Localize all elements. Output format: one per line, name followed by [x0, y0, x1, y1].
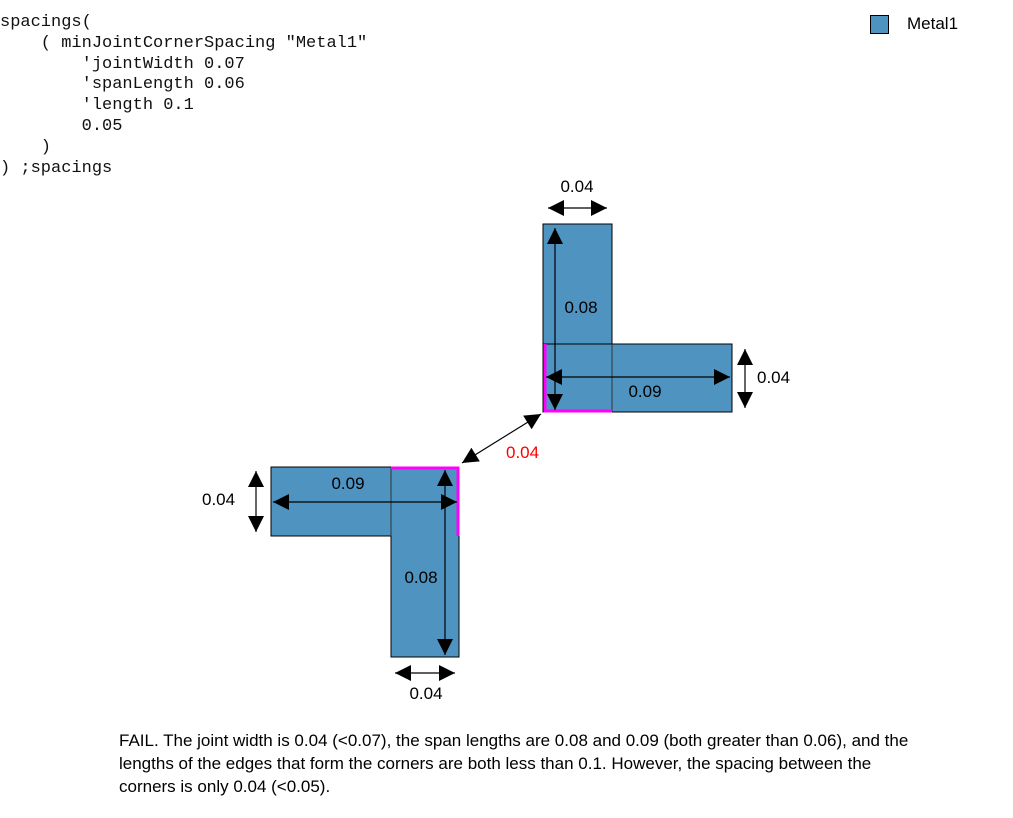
code-line: 'length 0.1 — [0, 96, 194, 116]
lower-bottom-width-label: 0.04 — [409, 684, 442, 703]
lower-horizontal-span-label: 0.09 — [331, 474, 364, 493]
lower-corner-highlight — [391, 466, 460, 536]
legend-label: Metal1 — [907, 14, 959, 33]
code-line: ) ;spacings — [0, 158, 113, 178]
lower-left-width-label: 0.04 — [202, 490, 235, 509]
upper-vertical-span-label: 0.08 — [564, 298, 597, 317]
code-line: ) — [0, 137, 52, 157]
lower-vertical-span-label: 0.08 — [404, 568, 437, 587]
upper-horizontal-shape — [542, 343, 733, 413]
lower-vertical-shape — [390, 466, 460, 658]
upper-horizontal-span-label: 0.09 — [628, 382, 661, 401]
code-block: spacings( ( minJointCornerSpacing "Metal… — [0, 13, 367, 179]
code-line: 'jointWidth 0.07 — [0, 54, 245, 74]
code-line: 0.05 — [0, 116, 123, 136]
code-line: ( minJointCornerSpacing "Metal1" — [0, 33, 368, 53]
upper-top-width-label: 0.04 — [560, 177, 593, 196]
result-caption: FAIL. The joint width is 0.04 (<0.07), t… — [119, 731, 909, 796]
corner-spacing-arrow — [461, 413, 542, 464]
code-line: 'spanLength 0.06 — [0, 75, 245, 95]
corner-spacing-label: 0.04 — [506, 443, 539, 462]
legend-swatch — [870, 14, 889, 34]
upper-right-width-label: 0.04 — [757, 368, 790, 387]
legend: Metal1 — [870, 14, 958, 34]
code-line: spacings( — [0, 13, 92, 32]
upper-corner-highlight — [543, 344, 612, 413]
